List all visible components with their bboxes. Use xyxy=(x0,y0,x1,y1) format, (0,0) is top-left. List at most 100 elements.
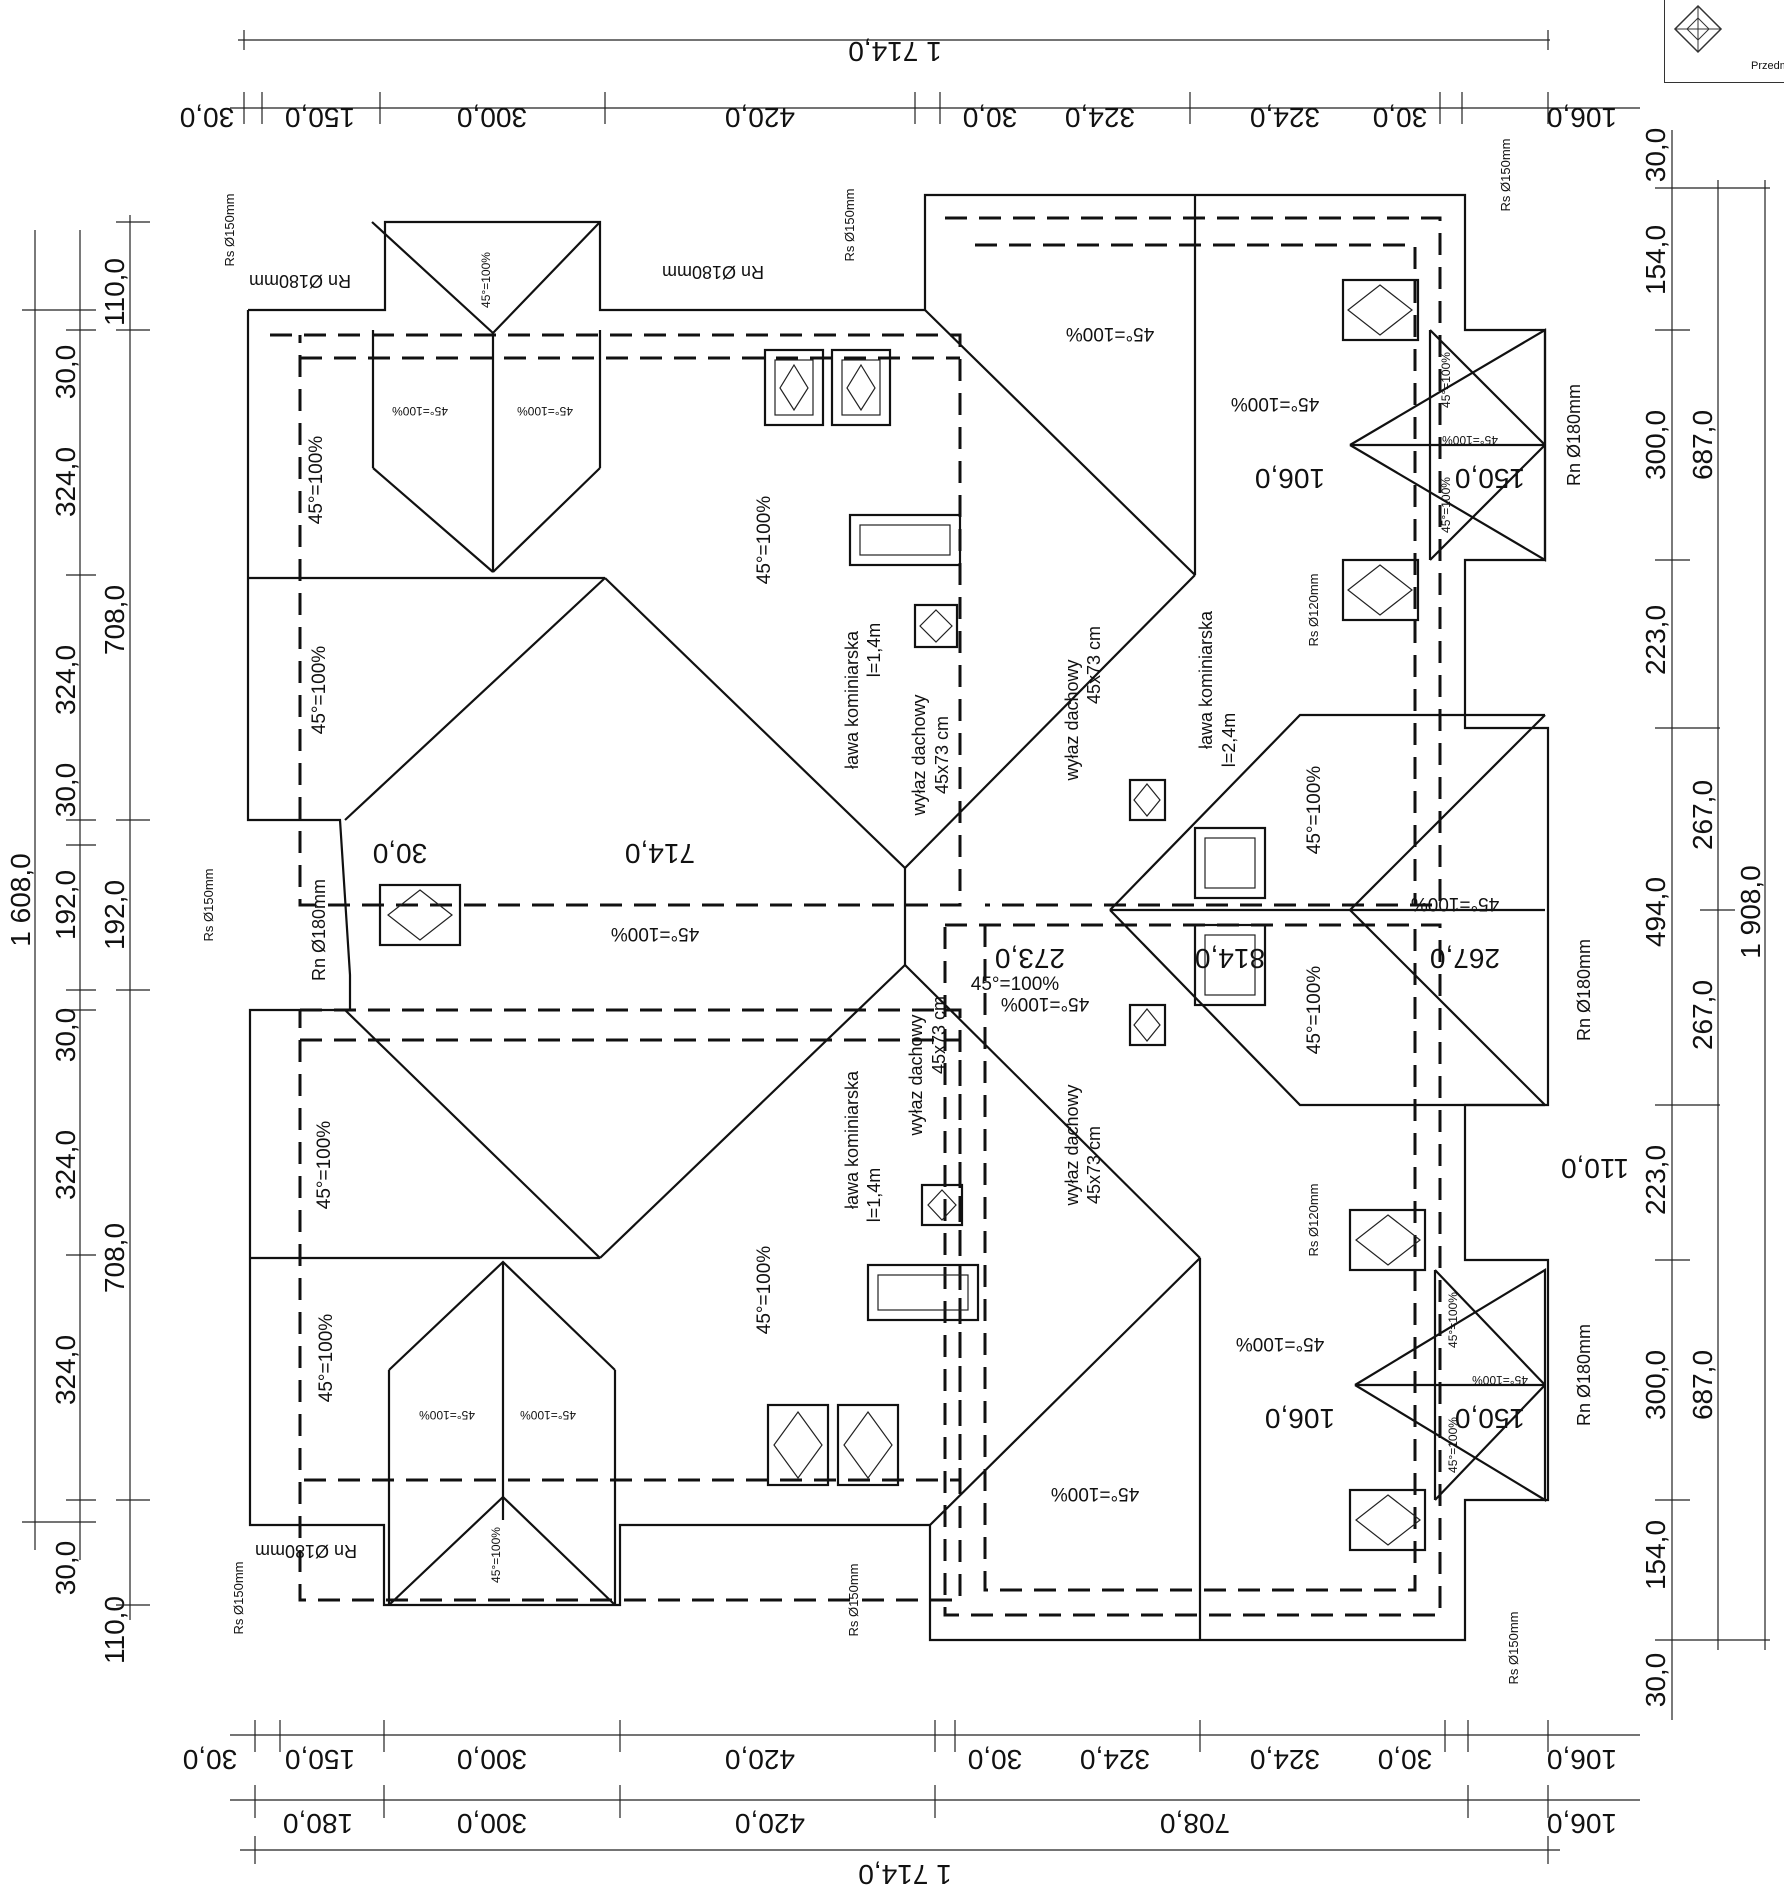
slope-label: 45°=100% xyxy=(309,646,330,735)
slope-label: 45°=100% xyxy=(1051,1483,1140,1504)
dim-right2-1: 267,0 xyxy=(1687,780,1718,850)
slope-label: 45°=100% xyxy=(306,436,327,525)
dim-bottom1-0: 30,0 xyxy=(183,1744,238,1775)
dim-right1-1: 154,0 xyxy=(1640,225,1671,295)
dim-bottom1-8: 106,0 xyxy=(1547,1744,1617,1775)
dim-left-total: 1 608,0 xyxy=(5,853,36,946)
inner-dim-106b: 106,0 xyxy=(1265,1403,1335,1434)
dim-left2-2: 192,0 xyxy=(99,880,130,950)
inner-dim-106a: 106,0 xyxy=(1255,463,1325,494)
downpipe-label: Rs Ø150mm xyxy=(842,189,857,262)
inner-dim-267: 267,0 xyxy=(1430,943,1500,974)
chimney-bench-label: ława kominiarska xyxy=(1196,610,1216,749)
dim-left1-0: 30,0 xyxy=(50,345,81,400)
roof-hatch-size: 45x73 cm xyxy=(1084,626,1104,704)
slope-label-small: 45°=100% xyxy=(1439,477,1453,533)
roof-hatch-size: 45x73 cm xyxy=(932,716,952,794)
gutter-label: Rn Ø180mm xyxy=(1574,939,1594,1041)
skylights xyxy=(378,278,1427,1552)
slope-labels: 45°=100% 45°=100% 45°=100% 45°=100% 45°=… xyxy=(306,252,1528,1583)
gutter-label: Rn Ø180mm xyxy=(309,879,329,981)
dim-bottom1-5: 324,0 xyxy=(1080,1744,1150,1775)
dim-bottom2-2: 420,0 xyxy=(735,1808,805,1839)
dim-top-5: 324,0 xyxy=(1065,102,1135,133)
downpipe-label: Rs Ø150mm xyxy=(1498,139,1513,212)
dim-left1-8: 30,0 xyxy=(50,1541,81,1596)
roof-hatch-label: wyłaz dachowy xyxy=(909,694,929,816)
slope-label: 45°=100% xyxy=(1411,893,1500,914)
chimney-bench-label: ława kominiarska xyxy=(842,630,862,769)
roof-hatch-size: 45x73 cm xyxy=(929,996,949,1074)
slope-label-small: 45°=100% xyxy=(392,404,448,418)
slope-label-small: 45°=100% xyxy=(489,1527,503,1583)
dim-right1-6: 300,0 xyxy=(1640,1350,1671,1420)
dim-right2-0: 687,0 xyxy=(1687,410,1718,480)
inner-dim-150b: 150,0 xyxy=(1455,1403,1525,1434)
equipment-labels: ława kominiarska l=1,4m ława kominiarska… xyxy=(842,610,1239,1222)
slope-label-small: 45°=100% xyxy=(1472,1373,1528,1387)
inner-dim-273: 273,0 xyxy=(995,943,1065,974)
dim-left1-5: 30,0 xyxy=(50,1008,81,1063)
slope-label-small: 45°=100% xyxy=(1439,352,1453,408)
dim-top-3: 420,0 xyxy=(725,102,795,133)
slope-label: 45°=100% xyxy=(1304,766,1325,855)
downpipe-label: Rs Ø120mm xyxy=(1306,574,1321,647)
slope-label-small: 45°=100% xyxy=(479,252,493,308)
slope-label: 45°=100% xyxy=(1231,393,1320,414)
chimney-bench-length: l=2,4m xyxy=(1219,713,1239,768)
slope-label: 45°=100% xyxy=(754,496,775,585)
dim-bottom1-7: 30,0 xyxy=(1378,1744,1433,1775)
dim-bottom2-1: 300,0 xyxy=(457,1808,527,1839)
downpipe-label: Rs Ø120mm xyxy=(1306,1184,1321,1257)
dim-bottom2-0: 180,0 xyxy=(283,1808,353,1839)
slope-label-small: 45°=100% xyxy=(419,1408,475,1422)
gutter-label: Rn Ø180mm xyxy=(662,262,764,282)
roof-hatch-label: wyłaz dachowy xyxy=(1062,1084,1082,1206)
slope-label-small: 45°=100% xyxy=(1446,1417,1460,1473)
roof-hatch-label: wyłaz dachowy xyxy=(906,1014,926,1136)
chimney-bench-label: ława kominiarska xyxy=(842,1070,862,1209)
dim-bottom2-4: 106,0 xyxy=(1547,1808,1617,1839)
slope-label: 45°=100% xyxy=(1304,966,1325,1055)
dim-right1-0: 30,0 xyxy=(1640,128,1671,183)
dim-right1-8: 30,0 xyxy=(1640,1653,1671,1708)
dims-right-row-1: 30,0 154,0 300,0 223,0 494,0 223,0 300,0… xyxy=(1640,128,1671,1708)
slope-label-small: 45°=100% xyxy=(1446,1292,1460,1348)
dim-top-0: 30,0 xyxy=(180,102,235,133)
dim-left2-3: 708,0 xyxy=(99,1223,130,1293)
dim-left1-4: 192,0 xyxy=(50,870,81,940)
dims-bottom-row-2: 180,0 300,0 420,0 708,0 106,0 xyxy=(283,1808,1617,1839)
gutter-label: Rn Ø180mm xyxy=(249,271,351,291)
dim-right1-2: 300,0 xyxy=(1640,410,1671,480)
downpipe-label: Rs Ø150mm xyxy=(846,1564,861,1637)
dim-top-7: 30,0 xyxy=(1373,102,1428,133)
dim-left2-1: 708,0 xyxy=(99,585,130,655)
slope-label: 45°=100% xyxy=(314,1121,335,1210)
dim-bottom-total: 1 714,0 xyxy=(858,1859,951,1887)
downpipe-label: Rs Ø150mm xyxy=(231,1562,246,1635)
roof-hatch-size: 45x73 cm xyxy=(1084,1126,1104,1204)
dim-right2-3: 687,0 xyxy=(1687,1350,1718,1420)
dim-top-2: 300,0 xyxy=(457,102,527,133)
slope-label-small: 45°=100% xyxy=(1442,433,1498,447)
dim-left1-7: 324,0 xyxy=(50,1335,81,1405)
slope-label: 45°=100% xyxy=(754,1246,775,1335)
inner-dim-30: 30,0 xyxy=(373,838,428,869)
chimney-bench-length: l=1,4m xyxy=(864,623,884,678)
roof-hatch-label: wyłaz dachowy xyxy=(1062,659,1082,781)
roof-outline xyxy=(246,193,1550,1642)
gutter-label: Rn Ø180mm xyxy=(1564,384,1584,486)
dim-right2-2: 267,0 xyxy=(1687,980,1718,1050)
gutter-label: Rn Ø180mm xyxy=(255,1541,357,1561)
inner-dim-150a: 150,0 xyxy=(1455,463,1525,494)
dim-left1-2: 324,0 xyxy=(50,645,81,715)
slope-label: 45°=100% xyxy=(1001,993,1090,1014)
downpipe-label: Rs Ø150mm xyxy=(1506,1612,1521,1685)
dim-top-1: 150,0 xyxy=(285,102,355,133)
dims-right-row-2: 687,0 267,0 267,0 687,0 xyxy=(1687,410,1718,1420)
company-logo-icon xyxy=(1673,4,1723,54)
dims-top-row: 30,0 150,0 300,0 420,0 30,0 324,0 324,0 … xyxy=(180,102,1617,133)
inner-dims: 714,0 30,0 273,0 814,0 267,0 106,0 150,0… xyxy=(373,463,1629,1434)
dim-bottom1-4: 30,0 xyxy=(968,1744,1023,1775)
wall-outline-dashed xyxy=(270,216,1442,1617)
